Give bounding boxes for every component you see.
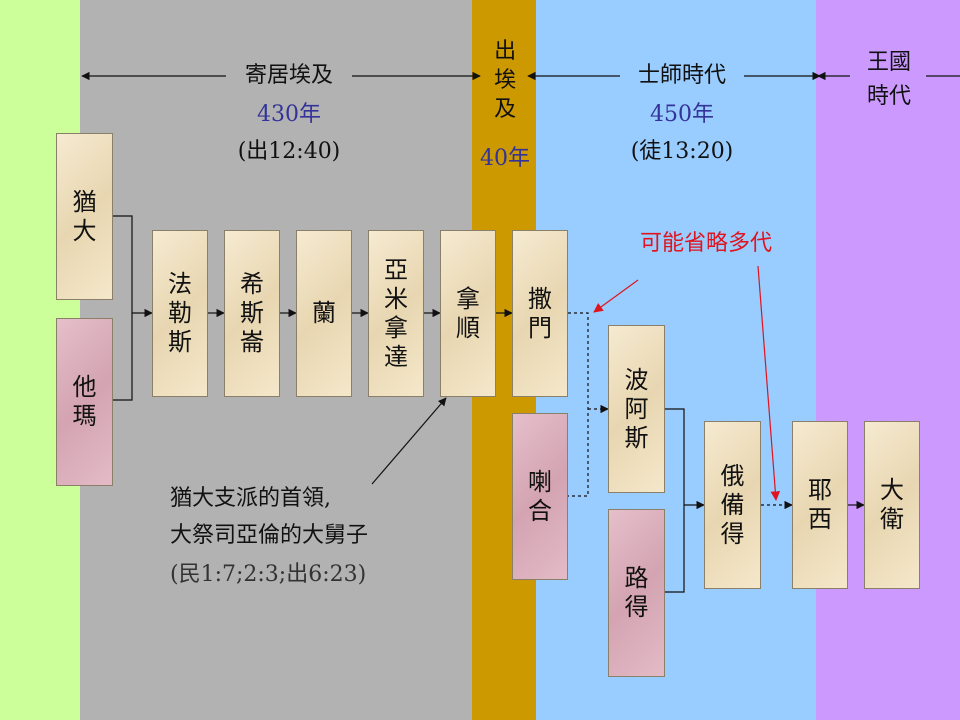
person-ruth: 路得 xyxy=(608,509,665,677)
person-boaz: 波阿斯 xyxy=(608,325,665,493)
nahshon-note-line1: 猶大支派的首領, xyxy=(170,486,331,511)
period-judges-years: 450年 xyxy=(650,102,714,127)
person-salmon: 撒門 xyxy=(512,230,568,397)
person-perez: 法勒斯 xyxy=(152,230,208,397)
person-amminadab: 亞米拿達 xyxy=(368,230,424,397)
period-exodus-title: 出埃及 xyxy=(494,39,517,122)
period-exodus-years: 40年 xyxy=(480,146,530,171)
person-ram: 蘭 xyxy=(296,230,352,397)
person-hezron: 希斯崙 xyxy=(224,230,280,397)
band-judges xyxy=(536,0,816,720)
person-obed: 俄備得 xyxy=(704,421,761,589)
period-egypt-title: 寄居埃及 xyxy=(244,63,333,88)
band-kingdom xyxy=(816,0,960,720)
person-judah: 猶大 xyxy=(56,133,113,300)
nahshon-note-line2: 大祭司亞倫的大舅子 xyxy=(170,523,369,548)
generations-omitted-note: 可能省略多代 xyxy=(640,231,773,256)
person-tamar: 他瑪 xyxy=(56,318,113,486)
period-kingdom-title: 王國時代 xyxy=(866,50,911,109)
period-judges-title: 士師時代 xyxy=(637,63,726,88)
period-judges-ref: (徒13:20) xyxy=(630,139,734,164)
nahshon-note-ref: (民1:7;2:3;出6:23) xyxy=(170,562,367,587)
person-david: 大衛 xyxy=(864,421,920,589)
person-nahshon: 拿順 xyxy=(440,230,496,397)
person-jesse: 耶西 xyxy=(792,421,848,589)
period-egypt-years: 430年 xyxy=(257,102,321,127)
period-egypt-ref: (出12:40) xyxy=(237,139,341,164)
person-rahab: 喇合 xyxy=(512,413,568,580)
